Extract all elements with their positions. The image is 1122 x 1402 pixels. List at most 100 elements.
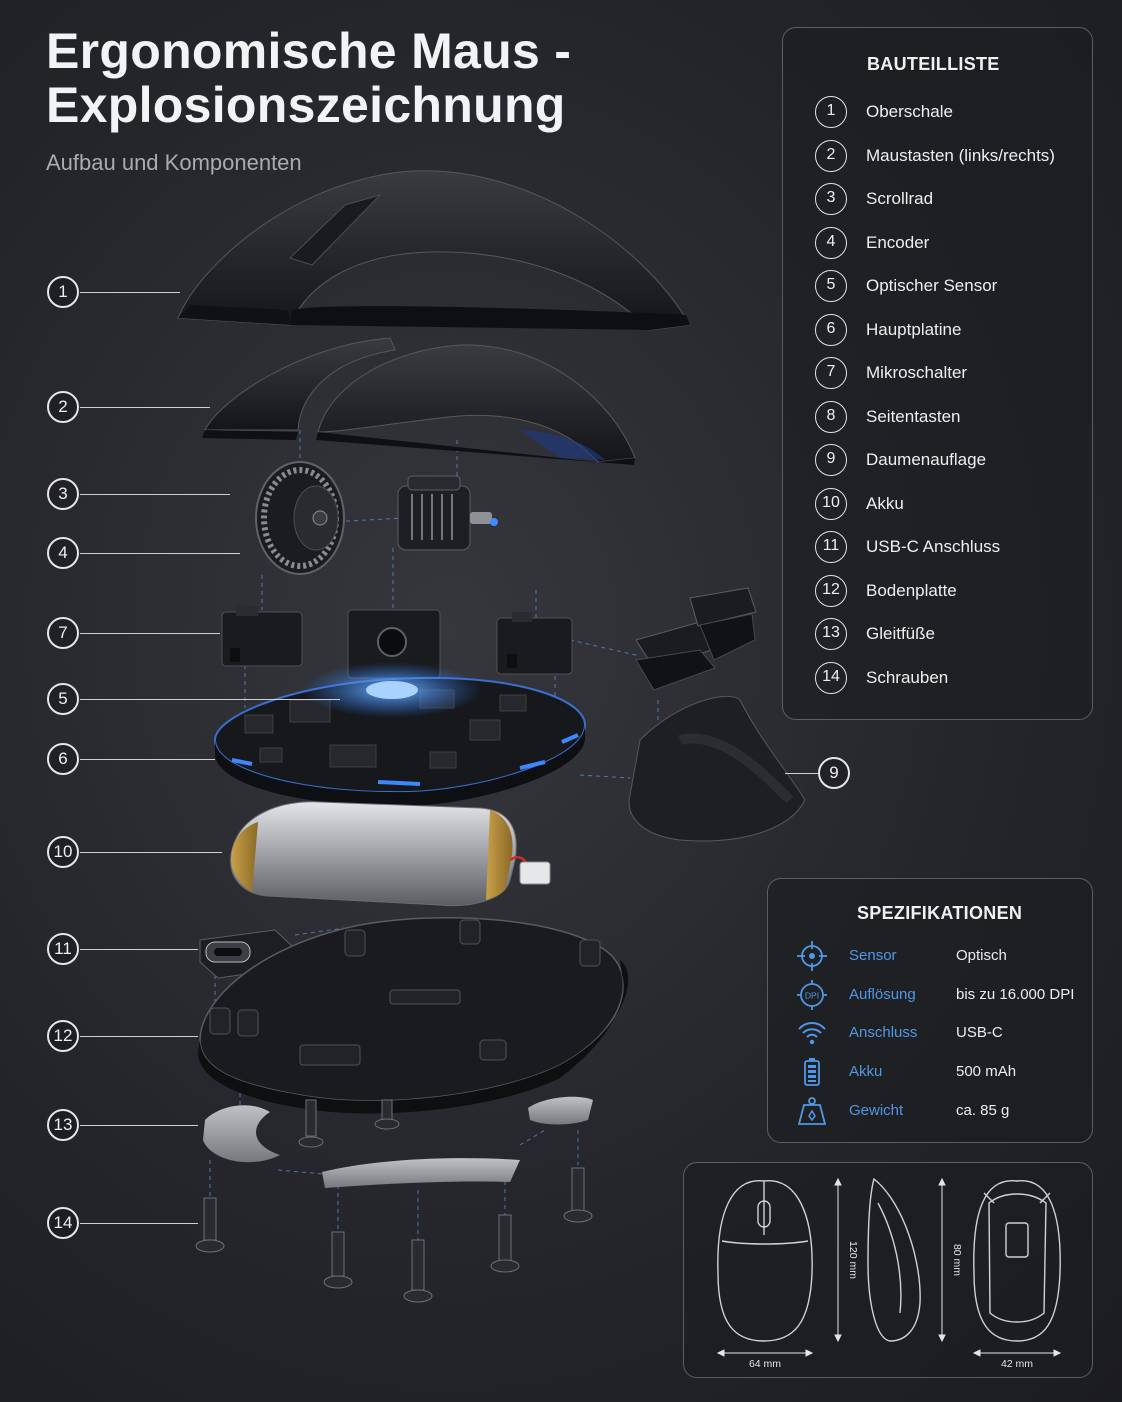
parts-list-item-name: Encoder (866, 232, 930, 252)
dimension-height-front: 120 mm (847, 1241, 859, 1279)
scroll-wheel-part (255, 461, 345, 575)
title-line-1: Ergonomische Maus - (46, 23, 572, 79)
parts-list-item-number: 14 (815, 661, 847, 694)
parts-list-item-number: 11 (815, 531, 847, 563)
spec-value: bis zu 16.000 DPI (956, 986, 1075, 1003)
callout-13: 13 (47, 1109, 79, 1141)
spec-value: USB-C (956, 1024, 1003, 1041)
callout-2: 2 (47, 391, 79, 423)
parts-list-item-number: 13 (815, 618, 847, 650)
spec-row-resolution: DPI Auflösung bis zu 16.000 DPI (794, 980, 1094, 1010)
spec-label: Sensor (849, 947, 897, 964)
parts-list-item-number: 5 (815, 270, 847, 302)
dimension-drawings: 64 mm 120 mm 80 mm 42 mm (716, 1177, 1062, 1370)
side-buttons-part (635, 587, 757, 691)
spec-value: Optisch (956, 947, 1007, 964)
spec-row-weight: Gewicht ca. 85 g (794, 1096, 1094, 1126)
parts-list-item: 12 Bodenplatte (815, 574, 1085, 619)
spec-label: Gewicht (849, 1102, 904, 1119)
spec-value: 500 mAh (956, 1063, 1017, 1080)
page-title: Ergonomische Maus - Explosionszeichnung (46, 24, 746, 132)
main-board-part (213, 662, 587, 807)
callout-5: 5 (47, 683, 79, 715)
spec-label: Akku (849, 1063, 883, 1080)
title-line-2: Explosionszeichnung (46, 77, 566, 133)
leader-line-3 (80, 494, 230, 495)
leader-line-9 (785, 773, 819, 774)
parts-list-item-number: 4 (815, 226, 847, 259)
dpi-icon: DPI (797, 980, 827, 1010)
parts-list-item: 2 Maustasten (links/rechts) (815, 139, 1085, 184)
leader-line-7 (80, 633, 220, 634)
callout-11: 11 (47, 933, 79, 965)
callout-10: 10 (47, 836, 79, 868)
spec-label: Anschluss (849, 1024, 918, 1041)
encoder-part (397, 475, 498, 551)
parts-list-item-name: Oberschale (866, 102, 953, 121)
callout-9: 9 (818, 757, 850, 789)
parts-list-item-name: USB-C Anschluss (866, 537, 1001, 556)
callout-3: 3 (47, 478, 79, 510)
leader-line-13 (80, 1125, 198, 1126)
callout-6: 6 (47, 743, 79, 775)
leader-line-2 (80, 407, 210, 408)
callout-7: 7 (47, 617, 79, 649)
parts-list-item-number: 3 (815, 183, 847, 215)
parts-list-item: 4 Encoder (815, 226, 1085, 271)
dimension-width-front: 64 mm (749, 1358, 781, 1370)
mouse-buttons-part (202, 337, 636, 465)
glide-feet-part (203, 1096, 593, 1188)
parts-list-item-number: 7 (815, 357, 847, 389)
battery-part (230, 801, 551, 907)
leader-line-10 (80, 852, 222, 853)
leader-line-4 (80, 553, 240, 554)
spec-label: Auflösung (849, 986, 916, 1003)
parts-list-item-number: 12 (815, 574, 847, 607)
leader-line-1 (80, 292, 180, 293)
crosshair-icon (797, 941, 827, 971)
parts-list-item-name: Optischer Sensor (866, 276, 998, 295)
leader-line-14 (80, 1223, 198, 1224)
thumb-rest-part (628, 695, 806, 842)
parts-list-item-name: Maustasten (links/rechts) (866, 145, 1055, 165)
specs-title: SPEZIFIKATIONEN (857, 903, 1023, 923)
mouse-bottom-view (973, 1180, 1061, 1342)
page-subtitle: Aufbau und Komponenten (46, 150, 302, 175)
mouse-top-view (717, 1180, 813, 1342)
battery-icon (804, 1058, 820, 1086)
screws-part (195, 1099, 593, 1303)
callout-4: 4 (47, 537, 79, 569)
parts-list-item: 11 USB-C Anschluss (815, 531, 1085, 575)
micro-switch-right-part (496, 612, 573, 675)
parts-list-item-name: Bodenplatte (866, 580, 957, 600)
dimension-height-side: 80 mm (951, 1244, 963, 1276)
spec-value: ca. 85 g (956, 1102, 1010, 1119)
dimensions-panel: 64 mm 120 mm 80 mm 42 mm (683, 1162, 1093, 1378)
parts-list-item: 1 Oberschale (815, 96, 1085, 140)
parts-list-item: 13 Gleitfüße (815, 618, 1085, 662)
callout-14: 14 (47, 1207, 79, 1239)
parts-list-item: 7 Mikroschalter (815, 357, 1085, 401)
parts-list-item-number: 1 (815, 96, 847, 128)
spec-row-sensor: Sensor Optisch (794, 941, 1094, 971)
parts-list-item-name: Mikroschalter (866, 363, 968, 382)
dimension-width-bottom: 42 mm (1001, 1358, 1033, 1370)
top-shell-part (177, 170, 691, 331)
parts-list-item-name: Gleitfüße (866, 624, 935, 643)
parts-list-item-number: 2 (815, 139, 847, 172)
spec-row-battery: Akku 500 mAh (794, 1057, 1094, 1087)
parts-list-item-number: 8 (815, 400, 847, 433)
parts-list-item-name: Daumenauflage (866, 450, 987, 469)
leader-line-5 (80, 699, 340, 700)
callout-12: 12 (47, 1020, 79, 1052)
sensor-housing-part (347, 609, 441, 679)
parts-list-item-number: 6 (815, 313, 847, 346)
leader-line-12 (80, 1036, 198, 1037)
